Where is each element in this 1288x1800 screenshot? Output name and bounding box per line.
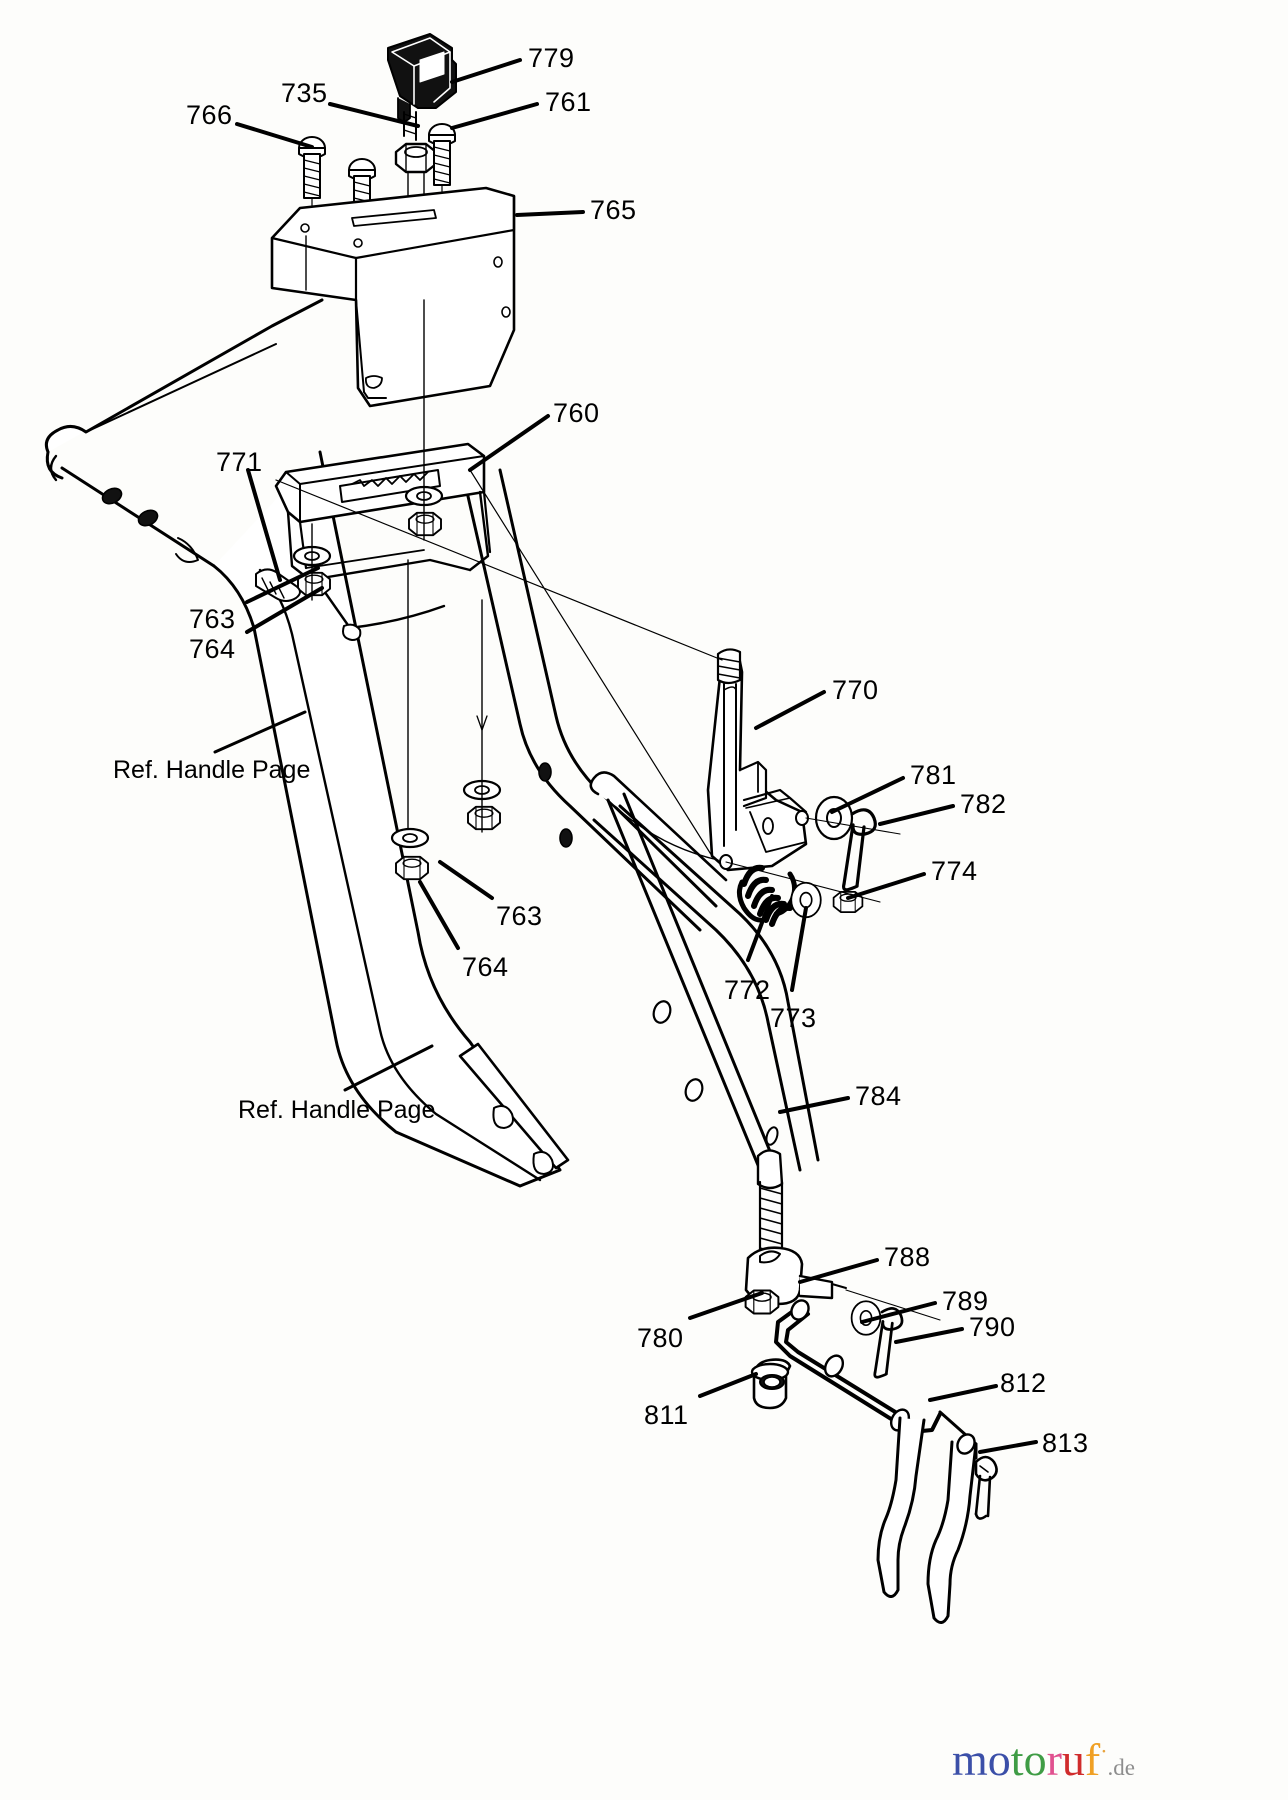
callout-label-772: 772 — [724, 975, 771, 1005]
callout-label-774: 774 — [931, 856, 978, 886]
leader-line-779 — [450, 58, 522, 84]
part-813-retainer — [974, 1455, 998, 1520]
callout-label-789: 789 — [942, 1286, 989, 1316]
callout-label-781: 781 — [910, 760, 957, 790]
callout-label-764: 764 — [189, 634, 236, 664]
leader-line-761 — [450, 102, 539, 130]
handle-frame-left — [44, 298, 570, 1188]
watermark-letter-4: r — [1046, 1734, 1062, 1785]
part-735-nut — [394, 142, 438, 174]
hardware-764-lower — [395, 855, 429, 881]
leader-line-780 — [688, 1291, 764, 1320]
hardware-764-mid — [408, 511, 442, 537]
watermark-letter-1: o — [987, 1734, 1011, 1785]
leader-line-766 — [235, 122, 314, 149]
callout-label-766: 766 — [186, 100, 233, 130]
leader-line-773 — [790, 906, 808, 992]
watermark-letter-0: m — [952, 1734, 988, 1785]
watermark-letter-3: o — [1023, 1734, 1047, 1785]
note-ref-handle-2: Ref. Handle Page — [238, 1096, 436, 1124]
leader-line-ref-handle-1 — [213, 710, 307, 754]
callout-label-765: 765 — [590, 195, 637, 225]
leader-line-782 — [878, 804, 955, 826]
leader-line-764 — [245, 586, 324, 634]
leader-line-735 — [328, 102, 420, 128]
leader-line-763 — [245, 566, 320, 604]
leader-line-763 — [438, 860, 494, 900]
watermark-letter-2: t — [1010, 1734, 1024, 1785]
callout-leader-lines — [213, 58, 1038, 1454]
callout-label-735: 735 — [281, 78, 328, 108]
leader-line-790 — [894, 1327, 964, 1344]
leader-line-812 — [928, 1384, 998, 1402]
callout-label-761: 761 — [545, 87, 592, 117]
motoruf-watermark: motoruf·.de — [952, 1733, 1135, 1786]
leader-line-784 — [778, 1096, 850, 1114]
leader-line-764 — [418, 880, 460, 950]
part-811-bushing — [750, 1358, 792, 1410]
callout-label-813: 813 — [1042, 1428, 1089, 1458]
callout-label-770: 770 — [832, 675, 879, 705]
part-772-spring — [736, 864, 798, 927]
callout-label-760: 760 — [553, 398, 600, 428]
part-812-yoke — [774, 1299, 978, 1624]
part-770-lever — [706, 648, 809, 872]
leader-line-771 — [246, 468, 282, 582]
watermark-letter-6: f — [1084, 1734, 1101, 1785]
leader-line-765 — [515, 210, 585, 217]
note-ref-handle-1: Ref. Handle Page — [113, 756, 311, 784]
part-784-rod — [606, 792, 784, 1260]
callout-label-812: 812 — [1000, 1368, 1047, 1398]
leader-line-774 — [846, 872, 926, 900]
part-779-knob — [387, 33, 457, 122]
callout-label-780: 780 — [637, 1323, 684, 1353]
callout-label-773: 773 — [770, 1003, 817, 1033]
leader-line-788 — [798, 1258, 879, 1284]
callout-label-788: 788 — [884, 1242, 931, 1272]
hardware-764-lower-b — [467, 805, 501, 831]
part-765-console-cover — [270, 186, 516, 408]
callout-label-782: 782 — [960, 789, 1007, 819]
callout-label-763b: 763 — [496, 901, 543, 931]
watermark-dot-accent: · — [1100, 1738, 1108, 1764]
callout-label-764b: 764 — [462, 952, 509, 982]
leader-line-770 — [754, 690, 826, 730]
callout-label-784: 784 — [855, 1081, 902, 1111]
watermark-letter-5: u — [1061, 1734, 1085, 1785]
watermark-suffix: .de — [1107, 1755, 1136, 1780]
callout-label-779: 779 — [528, 43, 575, 73]
callout-label-763: 763 — [189, 604, 236, 634]
callout-label-790: 790 — [969, 1312, 1016, 1342]
leader-line-811 — [698, 1372, 758, 1398]
hardware-763-lower — [390, 827, 430, 849]
leader-line-ref-handle-2 — [343, 1044, 434, 1092]
leader-line-772 — [746, 894, 774, 962]
callout-label-811: 811 — [644, 1400, 689, 1430]
leader-line-789 — [860, 1301, 937, 1324]
callout-label-771: 771 — [216, 447, 263, 477]
leader-line-760 — [468, 414, 550, 472]
leader-line-781 — [830, 776, 905, 814]
leader-line-813 — [978, 1440, 1038, 1454]
